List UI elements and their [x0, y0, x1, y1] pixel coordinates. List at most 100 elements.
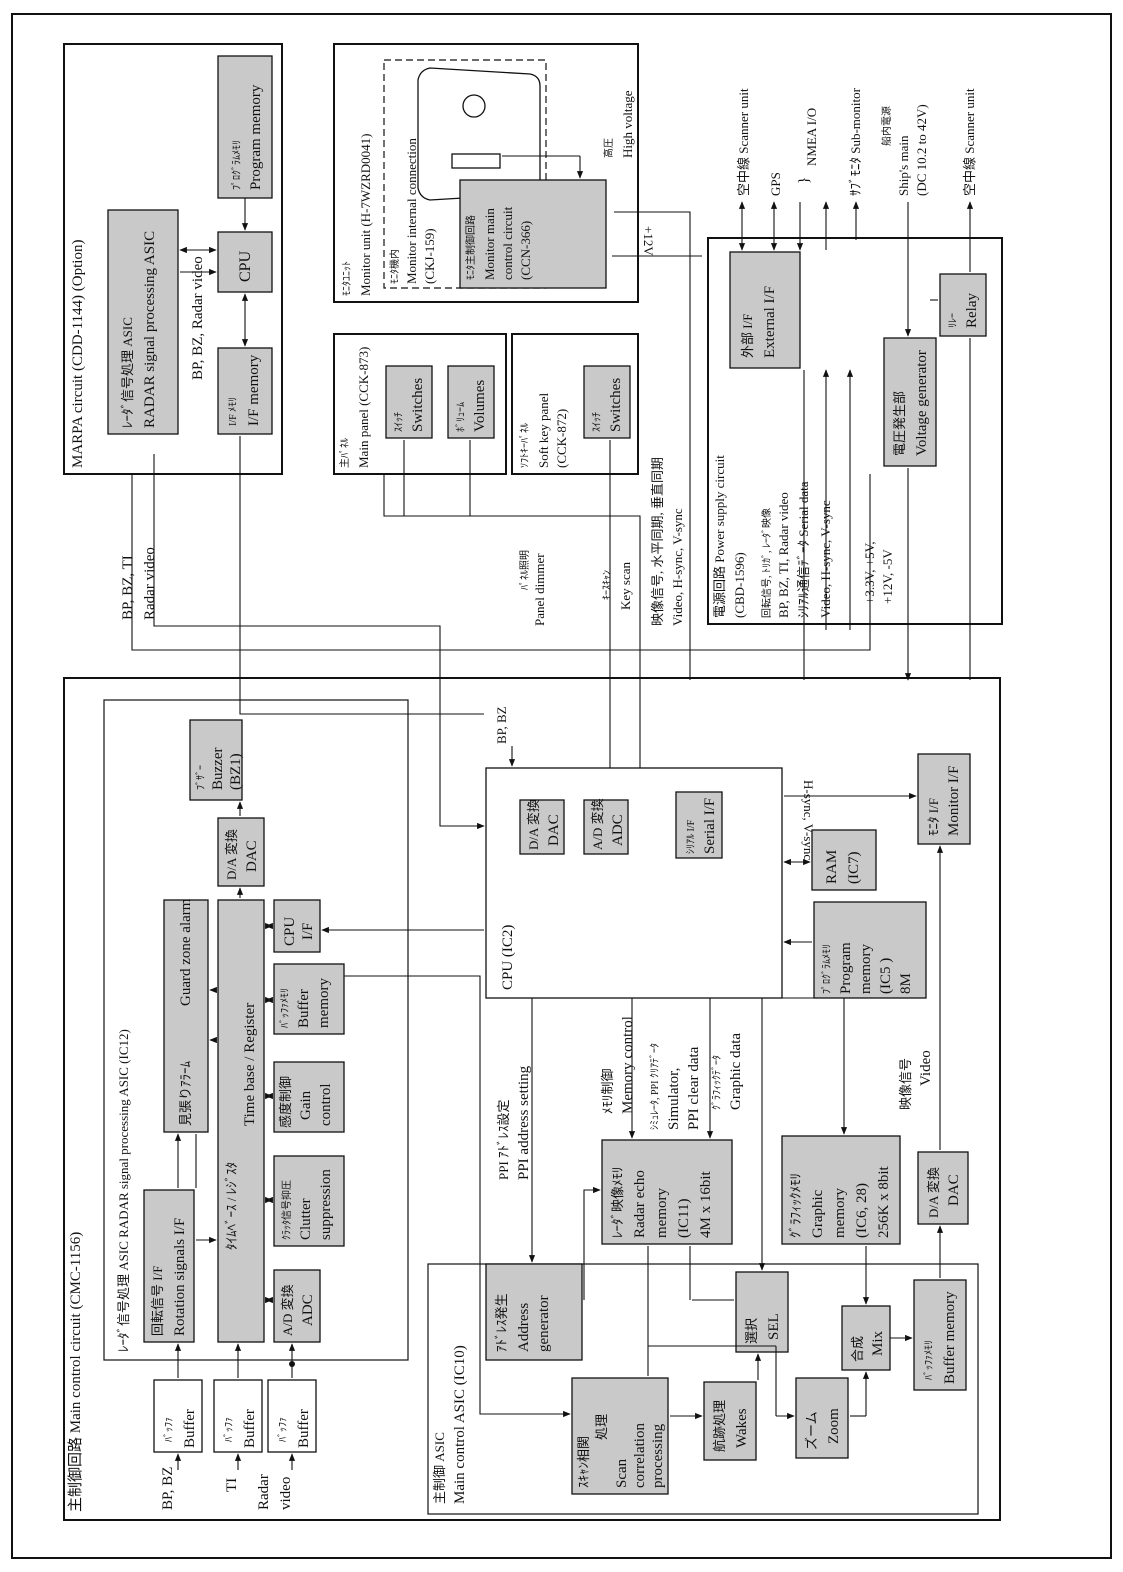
svg-text:memory: memory: [832, 1188, 848, 1238]
svg-text:ﾊﾟﾈﾙ照明: ﾊﾟﾈﾙ照明: [519, 550, 531, 590]
svg-text:Graphic: Graphic: [810, 1189, 826, 1238]
svg-text:ﾚｰﾀﾞ映像ﾒﾓﾘ: ﾚｰﾀﾞ映像ﾒﾓﾘ: [610, 1166, 625, 1238]
svg-text:ｼﾘｱﾙ I/F: ｼﾘｱﾙ I/F: [686, 819, 697, 854]
svg-text:memory: memory: [316, 978, 332, 1028]
svg-text:Scan: Scan: [614, 1458, 630, 1488]
svg-text:電源回路 Power supply circuit: 電源回路 Power supply circuit: [712, 455, 727, 618]
relay: [939, 273, 987, 337]
main-control-asic: [427, 1263, 979, 1515]
svg-text:NMEA I/O: NMEA I/O: [804, 108, 819, 166]
radar-signal-asic: [103, 699, 409, 1361]
svg-text:主ﾊﾟﾈﾙ: 主ﾊﾟﾈﾙ: [339, 438, 351, 468]
marpa-radar-asic: [107, 209, 179, 435]
svg-text:Volumes: Volumes: [472, 380, 488, 432]
page-border: [11, 13, 1112, 1559]
svg-text:電圧発生部: 電圧発生部: [892, 391, 907, 456]
marpa-circuit: MARPA circuit (CDD-1144) (Option) ﾌﾟﾛｸﾞﾗ…: [63, 43, 283, 475]
svg-text:映像信号: 映像信号: [898, 1058, 913, 1110]
asic-adc: [273, 1269, 321, 1343]
video-dac: [917, 1151, 969, 1225]
svg-text:ﾊﾞｯﾌｧ: ﾊﾞｯﾌｧ: [163, 1417, 175, 1442]
svg-text:処理: 処理: [594, 1414, 609, 1440]
svg-text:ﾓﾆﾀ主制御回路: ﾓﾆﾀ主制御回路: [464, 215, 477, 280]
svg-text:Serial I/F: Serial I/F: [702, 798, 718, 854]
svg-text:回転信号 I/F: 回転信号 I/F: [150, 1266, 165, 1336]
svg-text:感度制御: 感度制御: [278, 1076, 293, 1128]
svg-text:I/F ﾒﾓﾘ: I/F ﾒﾓﾘ: [228, 397, 239, 426]
marpa-frame: [63, 43, 283, 475]
svg-text:高圧: 高圧: [602, 138, 615, 158]
svg-text:Voltage generator: Voltage generator: [914, 350, 930, 456]
sel: [735, 1271, 789, 1353]
svg-text:Monitor I/F: Monitor I/F: [946, 766, 962, 836]
external-connections: 空中線 Scanner unit GPS NMEA I/O } ｻﾌﾞﾓﾆﾀ S…: [736, 87, 977, 337]
svg-text:Ship's main: Ship's main: [896, 135, 911, 196]
marpa-program-memory: [217, 55, 273, 199]
svg-text:Monitor internal connection: Monitor internal connection: [404, 138, 419, 284]
cpu-if: [273, 899, 321, 953]
svg-text:Soft key panel: Soft key panel: [536, 393, 551, 468]
svg-text:(IC7): (IC7): [846, 852, 862, 885]
svg-text:選択: 選択: [744, 1318, 759, 1344]
input-buffers: ﾊﾞｯﾌｧ Buffer ﾊﾞｯﾌｧ Buffer ﾊﾞｯﾌｧ Buffer B…: [153, 1343, 317, 1510]
svg-text:correlation: correlation: [632, 1423, 648, 1488]
svg-text:Radar echo: Radar echo: [632, 1170, 648, 1238]
svg-text:Video: Video: [918, 1050, 934, 1086]
svg-text:ｸﾞﾗﾌｨｯｸﾒﾓﾘ: ｸﾞﾗﾌｨｯｸﾒﾓﾘ: [788, 1173, 803, 1238]
svg-text:Main control ASIC (IC10): Main control ASIC (IC10): [452, 1345, 468, 1504]
svg-text:ｽｷｬﾝ相関: ｽｷｬﾝ相関: [576, 1436, 591, 1488]
svg-text:ﾌﾞｻﾞｰ: ﾌﾞｻﾞｰ: [195, 765, 207, 790]
svg-text:Memory control: Memory control: [620, 1016, 636, 1114]
cpu-adc: [583, 799, 629, 855]
svg-text:control circuit: control circuit: [500, 206, 515, 280]
svg-text:Video, H-sync, V-sync: Video, H-sync, V-sync: [670, 508, 685, 626]
svg-text:Monitor main: Monitor main: [482, 208, 497, 280]
program-memory-ic5: [813, 901, 927, 999]
marpa-title: MARPA circuit (CDD-1144) (Option): [70, 240, 86, 468]
svg-text:ｽｲｯﾁ: ｽｲｯﾁ: [394, 412, 405, 432]
external-if: [729, 251, 801, 369]
svg-text:PPI clear data: PPI clear data: [686, 1046, 702, 1130]
svg-text:見張りｱﾗｰﾑ: 見張りｱﾗｰﾑ: [178, 1061, 193, 1127]
svg-text:Buffer: Buffer: [296, 1409, 312, 1448]
svg-text:A/D 変換: A/D 変換: [280, 1284, 295, 1336]
svg-text:generator: generator: [536, 1295, 552, 1352]
asic-buffer: [913, 1279, 967, 1391]
svg-text:Buffer: Buffer: [296, 989, 312, 1028]
svg-text:CPU (IC2): CPU (IC2): [500, 925, 516, 990]
svg-text:ｸﾞﾗﾌｨｯｸﾃﾞｰﾀ: ｸﾞﾗﾌｨｯｸﾃﾞｰﾀ: [711, 1055, 723, 1110]
graphic-memory: [781, 1135, 901, 1245]
svg-text:合成: 合成: [850, 1336, 865, 1362]
svg-text:I/F: I/F: [300, 922, 316, 940]
radar-echo-memory: [601, 1139, 733, 1245]
monitor-unit: ﾓﾆﾀﾕﾆｯﾄ Monitor unit (H-7WZRD0041) ﾓﾆﾀ機内…: [333, 43, 639, 303]
svg-text:Buzzer: Buzzer: [210, 748, 226, 790]
svg-text:SEL: SEL: [766, 1313, 782, 1340]
svg-text:Program memory: Program memory: [248, 84, 264, 190]
svg-text:ｻﾌﾞﾓﾆﾀ Sub-monitor: ｻﾌﾞﾓﾆﾀ Sub-monitor: [848, 87, 863, 196]
guard-zone-alarm: [163, 899, 209, 1133]
svg-text:+12V: +12V: [641, 226, 656, 256]
clutter-suppression: [273, 1155, 345, 1247]
svg-text:Program: Program: [838, 942, 854, 994]
svg-text:ﾊﾞｯﾌｧﾒﾓﾘ: ﾊﾞｯﾌｧﾒﾓﾘ: [923, 1340, 935, 1380]
svg-text:}: }: [796, 177, 812, 184]
svg-text:Buffer: Buffer: [242, 1409, 258, 1448]
svg-text:Monitor unit (H-7WZRD0041): Monitor unit (H-7WZRD0041): [358, 134, 373, 296]
svg-text:(DC 10.2 to 42V): (DC 10.2 to 42V): [914, 104, 929, 196]
voltage-generator: [883, 337, 937, 467]
svg-text:ﾎﾞﾘｭｰﾑ: ﾎﾞﾘｭｰﾑ: [455, 402, 467, 432]
svg-text:256K x 8bit: 256K x 8bit: [876, 1166, 892, 1239]
svg-text:回転信号, ﾄﾘｶﾞ, ﾚｰﾀﾞ映像: 回転信号, ﾄﾘｶﾞ, ﾚｰﾀﾞ映像: [761, 508, 773, 618]
soft-key-switches: [583, 365, 631, 439]
svg-text:(IC5 ): (IC5 ): [878, 958, 894, 994]
radar-dac: [217, 817, 265, 887]
svg-text:Radar: Radar: [256, 1474, 272, 1510]
svg-text:Switches: Switches: [410, 378, 426, 432]
asic-buffer-memory: [273, 963, 345, 1035]
time-base-register: [217, 899, 265, 1343]
svg-text:空中線 Scanner unit: 空中線 Scanner unit: [736, 88, 751, 196]
svg-text:ズーム: ズーム: [804, 1411, 819, 1450]
svg-text:8M: 8M: [898, 973, 914, 994]
